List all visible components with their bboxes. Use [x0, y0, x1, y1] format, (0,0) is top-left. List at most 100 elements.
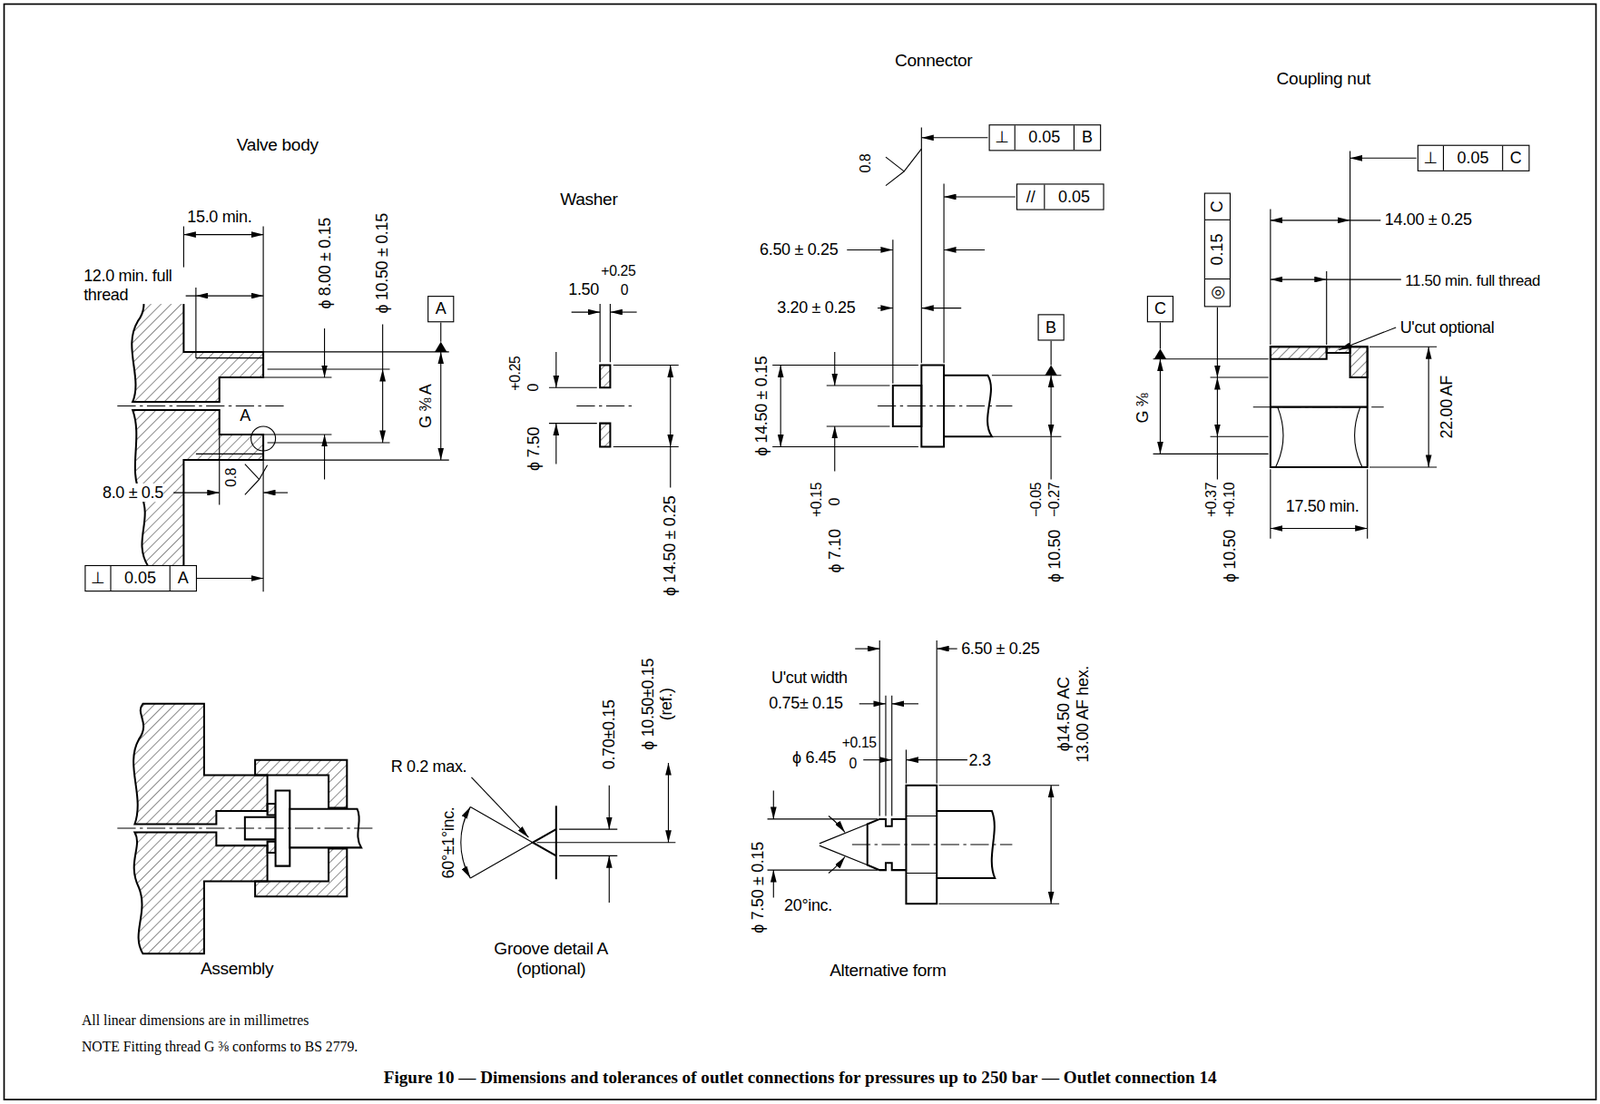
- view-title: Connector: [894, 50, 972, 71]
- dimension-line: [877, 307, 894, 309]
- dimension-text: 20°inc.: [784, 896, 833, 916]
- dimension-line: [943, 183, 945, 364]
- assembly-section: [267, 842, 276, 854]
- dimension-text: +0.25: [507, 356, 524, 392]
- dimension-text: U'cut width: [771, 669, 848, 689]
- dimension-line: [773, 790, 775, 819]
- dimension-line: [669, 446, 671, 488]
- valve-body-section: [117, 270, 288, 567]
- dimension-line: [613, 365, 679, 448]
- feature-control-frame: //0.05: [1016, 183, 1105, 210]
- dimension-text: 22.00 AF: [1437, 375, 1457, 439]
- dimension-line: [834, 352, 835, 386]
- frame-cell: B: [1073, 125, 1100, 150]
- dimension-text: ϕ 10.50 ± 0.15: [373, 213, 393, 314]
- dimension-text: 8.0 ± 0.5: [102, 483, 164, 503]
- view-title: Washer: [559, 189, 618, 210]
- dimension-line: [1217, 306, 1218, 378]
- view-title: Groove detail A (optional): [484, 939, 618, 980]
- dimension-line: [461, 806, 472, 879]
- dimension-line: [921, 307, 962, 309]
- coupling-nut-section: [1326, 346, 1351, 354]
- feature-control-frame: ⊥0.05C: [1417, 145, 1531, 172]
- feature-control-frame: ⊥0.05B: [989, 124, 1102, 151]
- dimension-line: [938, 785, 1060, 904]
- dimension-text: 0: [620, 281, 629, 298]
- dimension-text: 6.50 ± 0.25: [961, 639, 1040, 659]
- dimension-line: [669, 365, 671, 448]
- dimension-line: [555, 423, 557, 465]
- dimension-line: [905, 749, 907, 784]
- dimension-line: [1153, 359, 1269, 455]
- sheet-border: [3, 3, 1596, 1100]
- coupling-nut-section: [1253, 346, 1385, 468]
- dimension-text: 0: [525, 383, 542, 392]
- dimension-line: [767, 819, 878, 871]
- datum-box: B: [1038, 314, 1065, 341]
- dimension-text: 60°±1°inc.: [440, 807, 460, 880]
- frame-cell: 0.05: [109, 566, 169, 591]
- dimension-line: [1159, 322, 1161, 349]
- dimension-line: [608, 785, 610, 830]
- washer-section: [576, 405, 635, 407]
- dimension-line: [1050, 375, 1052, 437]
- dimension-text: 3.20 ± 0.25: [776, 298, 855, 318]
- dimension-line: [440, 322, 442, 342]
- dimension-line: [921, 127, 923, 364]
- dimension-text: 0: [825, 498, 843, 506]
- dimension-line: [1050, 341, 1052, 366]
- frame-cell: ⊥: [1418, 146, 1443, 171]
- dimension-line: [1159, 359, 1161, 455]
- coupling-nut-section: [1253, 406, 1385, 408]
- dimension-line: [1350, 219, 1382, 221]
- dimension-line: [263, 377, 332, 435]
- connector-view: [877, 365, 1012, 448]
- dimension-line: [1428, 346, 1430, 468]
- dimension-line: [885, 696, 893, 817]
- dimension-line: [905, 759, 967, 761]
- detail-marker: A: [239, 407, 251, 427]
- dimension-text: 0.8: [222, 468, 239, 488]
- dimension-text: −0.05: [1027, 482, 1044, 518]
- dimension-line: [921, 137, 988, 138]
- dimension-line: [609, 312, 637, 314]
- feature-control-frame: ⊥0.05A: [84, 565, 197, 592]
- assembly-section: [255, 849, 347, 898]
- dimension-line: [828, 816, 845, 834]
- frame-cell: 0.15: [1205, 220, 1230, 280]
- valve-body-section: [251, 426, 276, 452]
- dimension-text: ϕ 10.50: [1044, 530, 1064, 583]
- dimension-text: ϕ 10.50: [1220, 530, 1240, 583]
- dimension-text: 1.50: [568, 280, 599, 300]
- dimension-text: U'cut optional: [1400, 318, 1495, 338]
- dimension-line: [854, 648, 880, 650]
- dimension-line: [780, 365, 782, 448]
- dimension-text: +0.25: [600, 262, 636, 279]
- sheet-border: [3, 3, 1596, 1100]
- note: NOTE Fitting thread G ⅜ conforms to BS 2…: [81, 1040, 358, 1057]
- dimension-text: 0.8: [856, 154, 874, 174]
- dimension-line: [828, 856, 845, 874]
- coupling-nut-section: [1276, 407, 1364, 468]
- dimension-line: [826, 385, 891, 427]
- dimension-line: [461, 763, 677, 904]
- dimension-line: [599, 304, 610, 363]
- dimension-text: ϕ 8.00 ± 0.15: [314, 217, 334, 310]
- frame-cell: ◎: [1205, 279, 1230, 306]
- frame-cell: A: [169, 566, 197, 591]
- dimension-line: [1044, 365, 1057, 376]
- figure-title: Figure 10 — Dimensions and tolerances of…: [383, 1068, 1218, 1089]
- dimension-line: [667, 763, 669, 844]
- dimension-text: ϕ 7.50: [524, 427, 544, 472]
- assembly-section: [255, 760, 347, 809]
- groove-detail: [470, 806, 533, 879]
- frame-cell: 0.05: [1014, 125, 1074, 150]
- dimension-text: +0.15: [807, 482, 825, 518]
- dimension-line: [773, 870, 775, 898]
- dimension-line: [1153, 150, 1438, 539]
- dimension-line: [196, 578, 264, 580]
- dimension-line: [434, 342, 447, 353]
- feature-control-frame: ◎0.15C: [1204, 193, 1231, 308]
- dimension-text: 2.3: [969, 752, 992, 772]
- dimension-text: 15.0 min.: [186, 207, 252, 227]
